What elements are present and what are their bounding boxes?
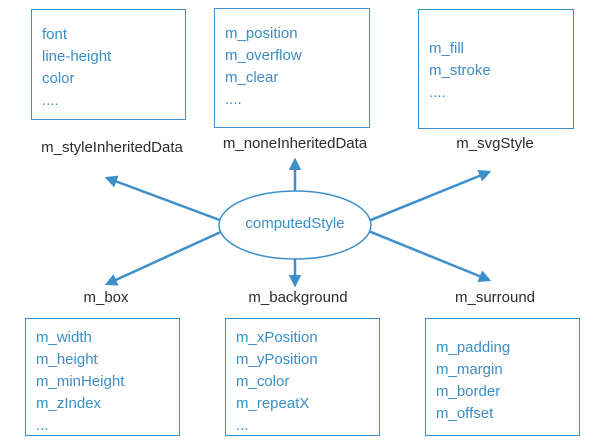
list-item: m_repeatX (236, 395, 310, 412)
arrow-to-styleInheritedData (104, 175, 226, 224)
list-item: m_border (436, 383, 501, 400)
box-label: m_box (83, 289, 129, 306)
list-item: ... (236, 417, 249, 434)
list-item: ... (36, 417, 49, 434)
arrow-to-box (104, 228, 226, 286)
background-box: m_xPosition m_yPosition m_color m_repeat… (225, 318, 380, 436)
computed-style-label: computedStyle (245, 215, 345, 232)
noneInheritedData-box: m_position m_overflow m_clear .... (214, 8, 370, 128)
list-item: m_minHeight (36, 373, 125, 390)
list-item: m_yPosition (236, 351, 318, 368)
list-item: .... (429, 84, 446, 101)
list-item: m_height (36, 351, 98, 368)
list-item: m_xPosition (236, 329, 318, 346)
surround-label: m_surround (454, 289, 536, 306)
noneInheritedData-label: m_noneInheritedData (222, 135, 368, 152)
background-label: m_background (248, 289, 348, 306)
svgStyle-label: m_svgStyle (456, 135, 534, 152)
list-item: color (42, 70, 75, 87)
list-item: m_zIndex (36, 395, 102, 412)
list-item: line-height (42, 48, 112, 65)
list-item: m_overflow (225, 47, 302, 64)
list-item: .... (225, 91, 242, 108)
box-box: m_width m_height m_minHeight m_zIndex ..… (25, 318, 180, 436)
list-item: m_margin (436, 361, 503, 378)
arrow-to-svgStyle (365, 169, 492, 224)
list-item: m_padding (436, 339, 511, 356)
list-item: m_fill (429, 40, 465, 57)
svgStyle-box: m_fill m_stroke .... (418, 9, 574, 129)
list-item: m_clear (225, 69, 279, 86)
list-item: m_offset (436, 405, 494, 422)
styleInheritedData-box: font line-height color .... (31, 9, 186, 120)
list-item: font (42, 26, 68, 43)
styleInheritedData-label: m_styleInheritedData (41, 139, 183, 156)
center-ellipse (218, 190, 372, 260)
list-item: m_width (36, 329, 92, 346)
list-item: m_stroke (429, 62, 491, 79)
list-item: m_color (236, 373, 290, 390)
list-item: .... (42, 92, 59, 109)
list-item: m_position (225, 25, 298, 42)
arrow-to-surround (365, 228, 492, 283)
surround-box: m_padding m_margin m_border m_offset (425, 318, 580, 436)
